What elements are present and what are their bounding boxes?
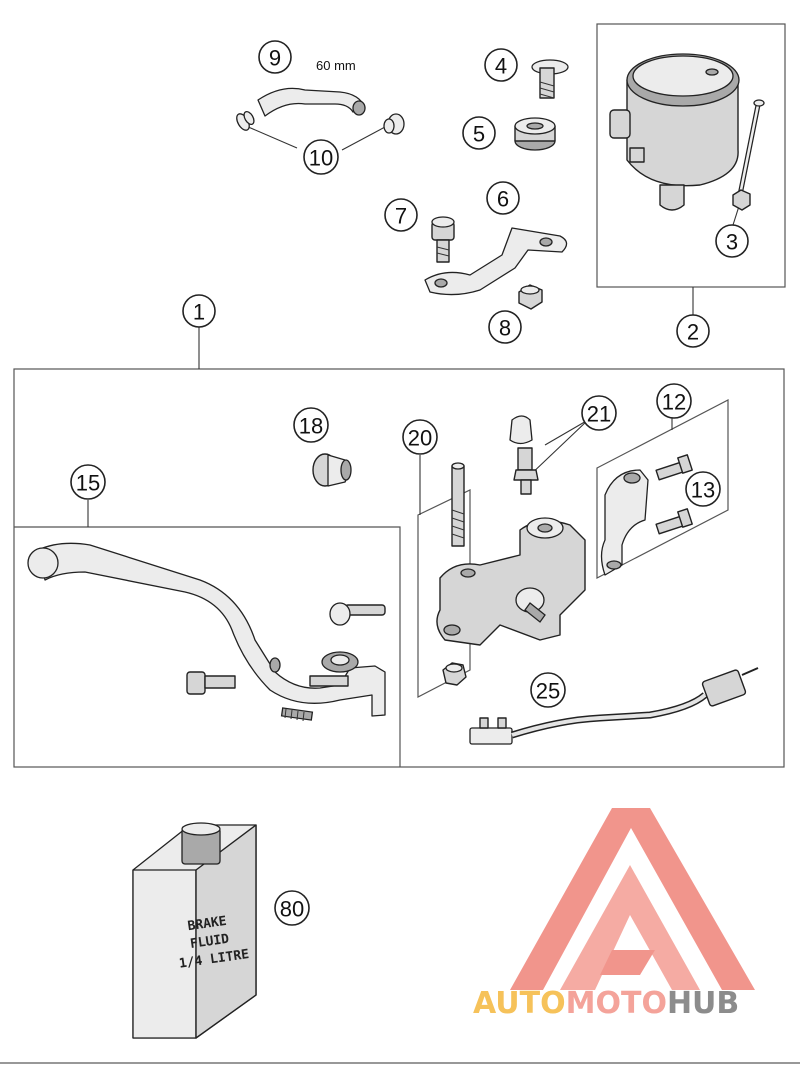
svg-text:7: 7 [395, 204, 407, 229]
svg-text:2: 2 [687, 320, 699, 345]
callout-8: 8 [488, 310, 522, 344]
watermark-logo [510, 808, 755, 990]
stud-20 [451, 462, 465, 547]
callout-7: 7 [384, 198, 418, 232]
callout-12: 12 [656, 383, 692, 419]
svg-text:18: 18 [299, 414, 323, 439]
callout-9: 9 [258, 40, 292, 74]
callout-4: 4 [484, 48, 518, 82]
master-cylinder-frame [13, 368, 785, 768]
svg-text:25: 25 [536, 679, 560, 704]
logo-triangle-inner [560, 865, 700, 990]
bolt-3 [732, 99, 765, 211]
callout-18: 18 [293, 407, 329, 443]
reservoir-2 [609, 53, 740, 211]
callout-15: 15 [70, 464, 106, 500]
hose-length-label: 60 mm [316, 58, 356, 73]
bracket-6 [424, 227, 568, 296]
callout-25: 25 [530, 672, 566, 708]
callout-10: 10 [303, 139, 339, 175]
logo-triangle-outer [510, 808, 755, 990]
nut-20 [442, 662, 467, 686]
screws-13 [655, 454, 693, 535]
svg-text:21: 21 [587, 402, 611, 427]
watermark-moto: MOTO [566, 986, 667, 1021]
svg-text:12: 12 [662, 390, 686, 415]
callout-2: 2 [676, 314, 710, 348]
grommet-5 [514, 117, 556, 151]
watermark-auto: AUTO [473, 986, 566, 1021]
lever-frame [14, 526, 401, 767]
svg-text:1: 1 [193, 300, 205, 325]
hose-assembly [236, 87, 405, 135]
nut-8 [518, 284, 543, 310]
svg-text:80: 80 [280, 897, 304, 922]
svg-text:15: 15 [76, 471, 100, 496]
can-label-line1: BRAKE [187, 914, 228, 934]
clamp-12 [600, 469, 649, 576]
lever-bolt [186, 671, 236, 695]
master-cylinder-body [436, 517, 586, 646]
callout-13: 13 [685, 471, 721, 507]
watermark-text: AUTOMOTOHUB [473, 986, 739, 1021]
callout-20: 20 [402, 419, 438, 455]
lever-spring [280, 707, 314, 722]
callout-3: 3 [715, 224, 749, 258]
can-label-line2: FLUID [189, 932, 230, 952]
watermark-hub: HUB [667, 986, 739, 1021]
bleeder-21 [509, 415, 539, 495]
screw-7 [431, 216, 455, 263]
callout-6: 6 [486, 181, 520, 215]
svg-text:8: 8 [499, 316, 511, 341]
svg-text:9: 9 [269, 46, 281, 71]
svg-text:20: 20 [408, 426, 432, 451]
reservoir-frame [596, 23, 786, 288]
svg-text:13: 13 [691, 478, 715, 503]
adjuster-pin [329, 602, 386, 626]
svg-text:10: 10 [309, 146, 333, 171]
callout-21: 21 [581, 395, 617, 431]
screw-4 [531, 59, 569, 99]
plug-18 [312, 453, 352, 487]
svg-text:3: 3 [726, 230, 738, 255]
brake-fluid-can-80: BRAKE FLUID 1/4 LITRE [132, 822, 257, 1039]
svg-text:6: 6 [497, 187, 509, 212]
clamp-frame [596, 399, 729, 579]
callout-5: 5 [462, 116, 496, 150]
callout-1: 1 [182, 294, 216, 328]
logo-g-bar [600, 950, 655, 975]
svg-text:5: 5 [473, 122, 485, 147]
callout-80: 80 [274, 890, 310, 926]
brake-switch-25 [469, 667, 759, 745]
svg-text:4: 4 [495, 54, 507, 79]
lever-15 [27, 542, 386, 717]
